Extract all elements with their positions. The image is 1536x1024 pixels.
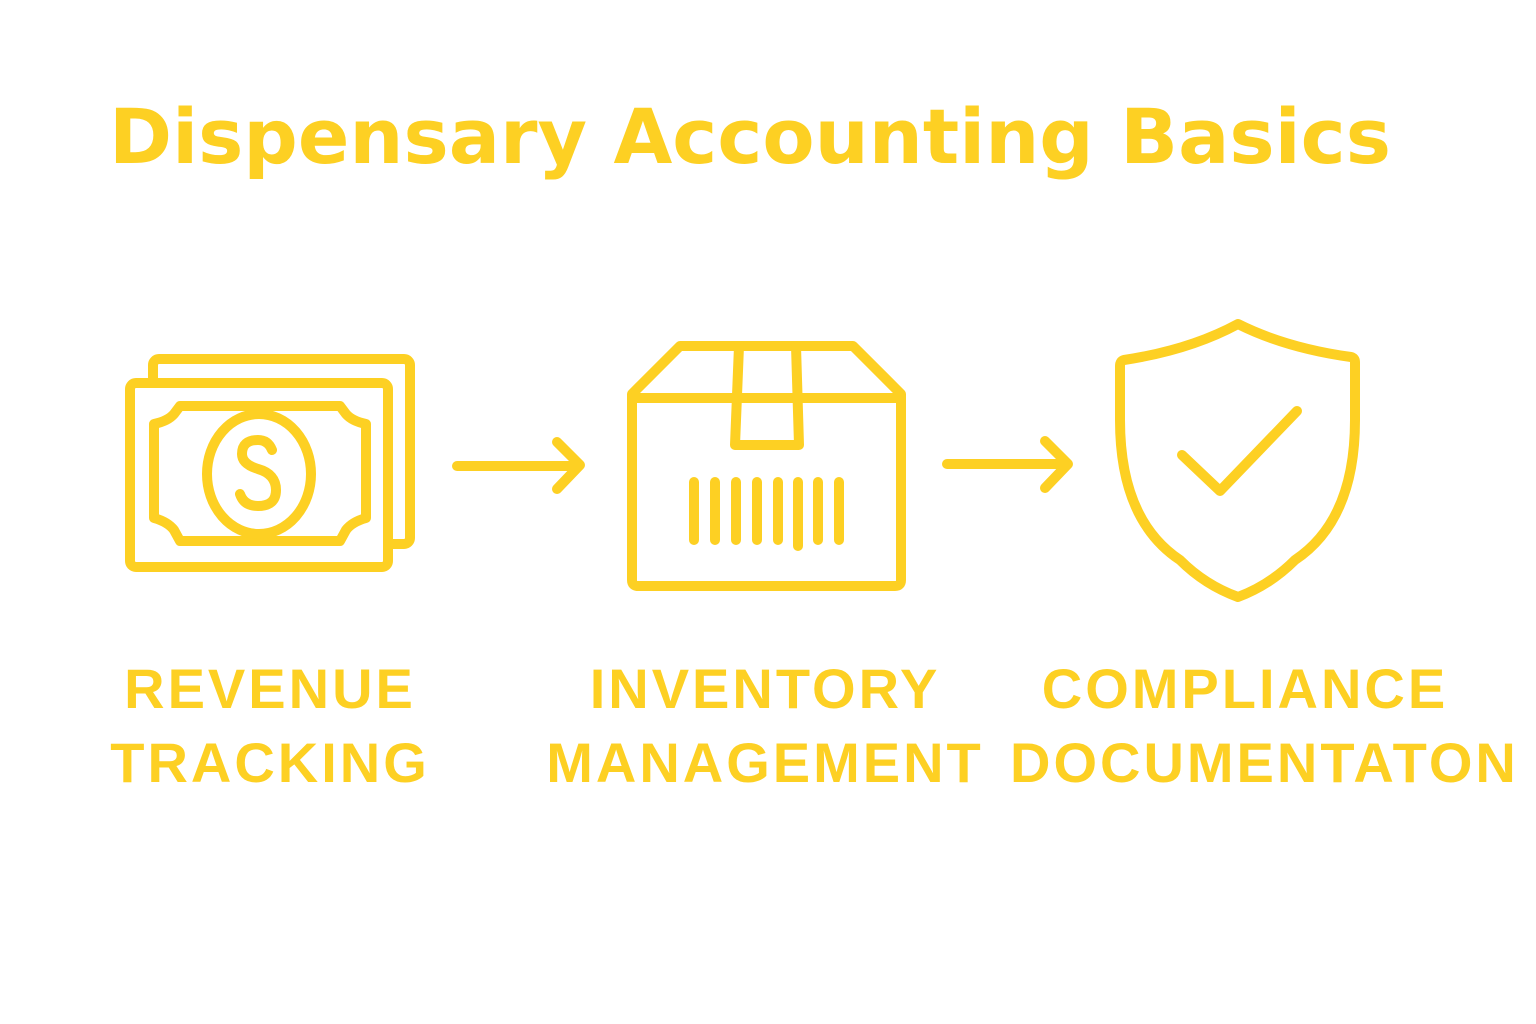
step-inventory-management: INVENTORY MANAGEMENT — [530, 652, 1000, 800]
step-label-line2: TRACKING — [110, 731, 430, 794]
arrow-right-icon — [942, 436, 1073, 493]
step-compliance-documentation: COMPLIANCE DOCUMENTATON — [1010, 652, 1519, 800]
box-barcode-icon — [627, 341, 906, 591]
step-revenue-tracking: REVENUE TRACKING — [90, 652, 450, 800]
step-label-line2: MANAGEMENT — [546, 731, 984, 794]
step-label-line2: DOCUMENTATON — [1010, 731, 1519, 794]
diagram-title: Dispensary Accounting Basics — [109, 92, 1391, 181]
step-label-line1: REVENUE — [124, 657, 416, 720]
arrow-right-icon — [452, 437, 585, 494]
step-label-line1: INVENTORY — [589, 657, 941, 720]
money-bill-icon — [125, 354, 415, 572]
step-label-line1: COMPLIANCE — [1041, 657, 1449, 720]
shield-check-icon — [1115, 319, 1360, 602]
